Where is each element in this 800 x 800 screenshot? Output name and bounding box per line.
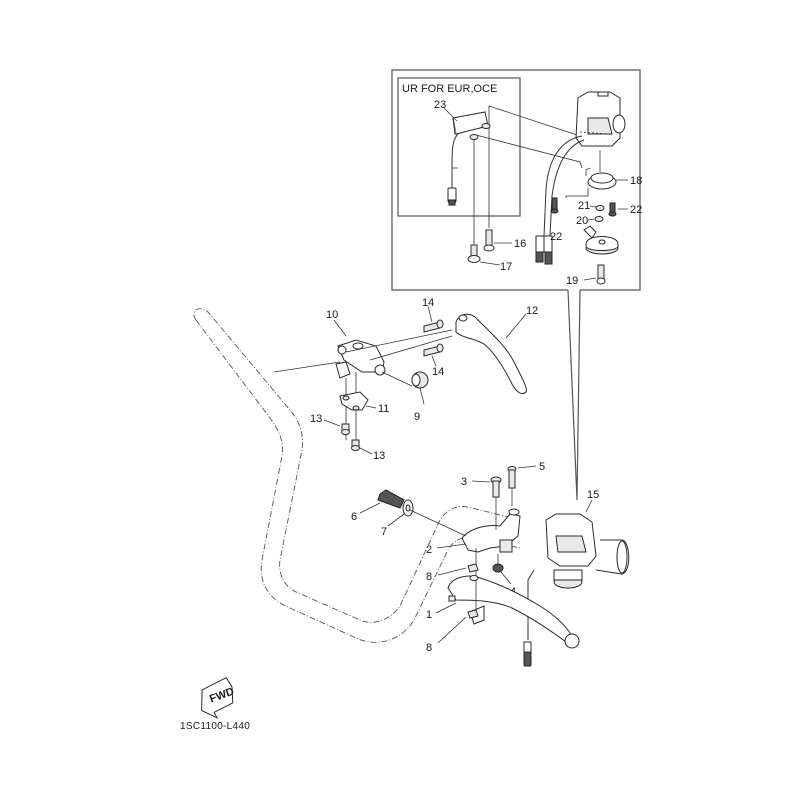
switch-housing-upper xyxy=(575,91,626,147)
fwd-arrow-icon: FWD xyxy=(201,677,236,720)
inset-box-title: UR FOR EUR,OCE xyxy=(402,83,497,95)
plate-11 xyxy=(339,391,369,411)
bolt-5 xyxy=(507,466,517,489)
part-23-unit xyxy=(447,111,491,206)
screw-13-left xyxy=(341,423,350,435)
callout-20: 20 xyxy=(576,215,588,227)
callout-10: 10 xyxy=(326,309,338,321)
callout-15: 15 xyxy=(587,489,599,501)
collar-18 xyxy=(585,167,617,190)
callout-13-left: 13 xyxy=(310,413,322,425)
callout-7: 7 xyxy=(381,526,387,538)
handlebar-grip-right xyxy=(595,539,630,575)
handlebar xyxy=(193,308,521,643)
washer-20 xyxy=(594,216,604,222)
bolt-6 xyxy=(377,489,405,509)
callout-22-connector: 22 xyxy=(550,231,562,243)
callout-8-upper: 8 xyxy=(426,571,432,583)
callout-14-lower: 14 xyxy=(432,366,444,378)
callout-23: 23 xyxy=(434,99,446,111)
callout-16: 16 xyxy=(514,238,526,250)
callout-3: 3 xyxy=(461,476,467,488)
washer-7 xyxy=(402,499,414,517)
screw-22-right xyxy=(608,202,617,217)
callout-2: 2 xyxy=(426,544,432,556)
washer-21 xyxy=(595,205,605,211)
callout-14-upper: 14 xyxy=(422,297,434,309)
switch-15 xyxy=(523,513,597,667)
callout-18: 18 xyxy=(630,175,642,187)
screw-16 xyxy=(483,229,495,252)
callout-22-right: 22 xyxy=(630,204,642,216)
callout-19: 19 xyxy=(566,275,578,287)
clutch-lever-1 xyxy=(447,575,580,649)
lever-bracket-2 xyxy=(461,508,521,553)
screw-14-lower xyxy=(423,343,444,357)
connector-22 xyxy=(535,235,553,265)
callout-8-lower: 8 xyxy=(426,642,432,654)
holder-10 xyxy=(335,339,386,379)
spacer-8-upper xyxy=(467,563,479,581)
cap-9 xyxy=(411,371,429,389)
callout-12: 12 xyxy=(526,305,538,317)
callout-17: 17 xyxy=(500,261,512,273)
nut-4 xyxy=(492,563,504,573)
screw-19 xyxy=(596,264,606,285)
callout-1: 1 xyxy=(426,609,432,621)
callout-21: 21 xyxy=(578,200,590,212)
switch-housing-lower xyxy=(583,225,619,255)
screw-14-upper xyxy=(423,319,444,333)
inset-box xyxy=(397,77,521,217)
callout-13-right: 13 xyxy=(373,450,385,462)
callout-11: 11 xyxy=(378,403,389,415)
drawing-code: 1SC1100-L440 xyxy=(180,721,250,732)
screw-17 xyxy=(467,244,481,263)
spacer-8-lower xyxy=(467,609,479,619)
bolt-3 xyxy=(490,476,502,498)
callout-9: 9 xyxy=(414,411,420,423)
detail-frame xyxy=(391,69,641,501)
callout-6: 6 xyxy=(351,511,357,523)
screw-13-right xyxy=(351,439,360,451)
brake-lever-12 xyxy=(455,313,527,395)
screw-22-left xyxy=(550,197,559,214)
callout-5: 5 xyxy=(539,461,545,473)
